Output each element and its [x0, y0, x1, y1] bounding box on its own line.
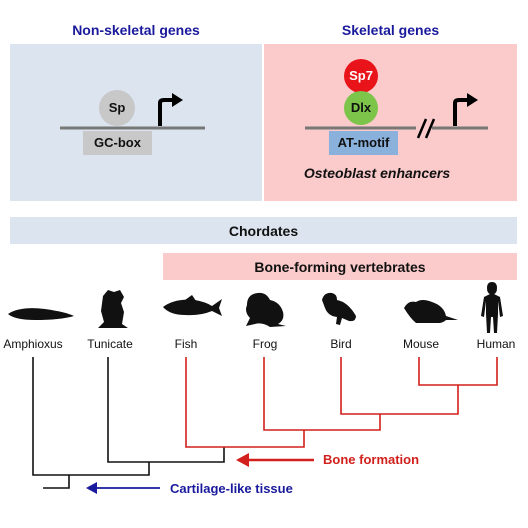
sp-label: Sp: [108, 100, 126, 115]
non-skeletal-panel: [10, 44, 262, 201]
taxon-label-mouse: Mouse: [402, 337, 440, 351]
bone-formation-label: Bone formation: [323, 452, 420, 467]
bird-silhouette: [322, 292, 356, 325]
fish-silhouette: [163, 299, 222, 316]
taxon-label-human: Human: [476, 337, 516, 351]
osteoblast-enhancers-caption: Osteoblast enhancers: [303, 165, 451, 181]
skeletal-title: Skeletal genes: [341, 22, 440, 38]
promoter-arrow-icon: [158, 98, 174, 126]
dlx-factor: [344, 91, 378, 125]
break-mark-icon: [416, 118, 436, 139]
at-motif-box: [329, 131, 398, 155]
black-tree: [32, 357, 225, 489]
sp7-factor: [344, 59, 378, 93]
non-skeletal-title: Non-skeletal genes: [72, 22, 200, 38]
sp-factor: [99, 90, 135, 126]
at-motif-label: AT-motif: [337, 135, 390, 150]
frog-silhouette: [246, 292, 286, 327]
skeletal-panel: [264, 44, 517, 201]
mouse-silhouette: [404, 300, 458, 323]
promoter-arrowhead-icon-2: [467, 93, 478, 107]
tunicate-silhouette: [98, 290, 128, 328]
promoter-arrowhead-icon: [172, 93, 183, 107]
gc-box-label: GC-box: [94, 135, 141, 150]
dlx-label: Dlx: [350, 100, 372, 115]
bone-forming-vertebrates-bar: Bone-forming vertebrates: [163, 253, 517, 280]
taxon-label-tunicate: Tunicate: [87, 337, 133, 351]
taxon-label-bird: Bird: [330, 337, 352, 351]
red-tree: [185, 357, 498, 448]
promoter-arrow-icon-2: [453, 98, 469, 126]
cartilage-like-tissue-label: Cartilage-like tissue: [170, 481, 293, 496]
human-silhouette: [481, 282, 503, 333]
sp7-label: Sp7: [349, 68, 373, 83]
chordates-bar: Chordates: [10, 217, 517, 244]
taxon-label-amphioxus: Amphioxus: [3, 337, 63, 351]
taxon-label-frog: Frog: [252, 337, 278, 351]
taxon-label-fish: Fish: [174, 337, 198, 351]
gc-box: [83, 131, 152, 155]
amphioxus-silhouette: [8, 308, 74, 320]
